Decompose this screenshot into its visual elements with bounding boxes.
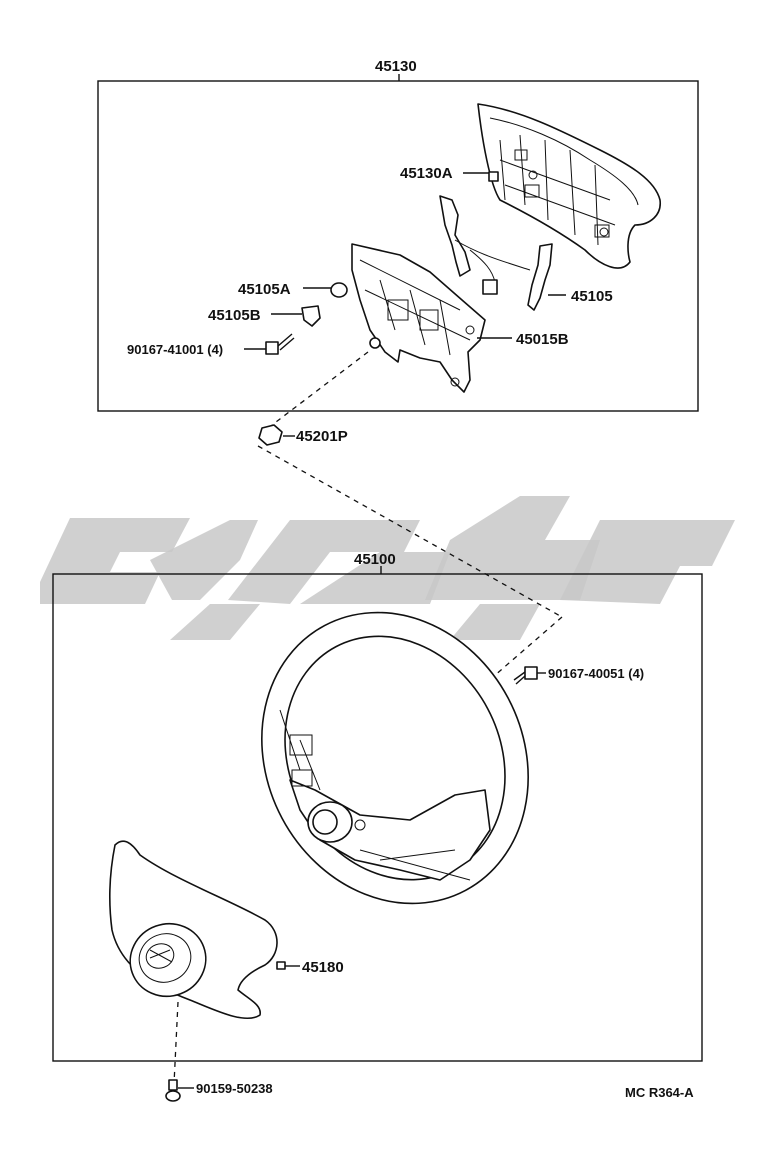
label-45105a: 45105A [238, 281, 291, 298]
label-45180: 45180 [302, 959, 344, 976]
bracket-45015b: 45015B [351, 243, 569, 393]
label-90167-40051: 90167-40051 (4) [548, 666, 644, 681]
label-90159-50238: 90159-50238 [196, 1081, 273, 1096]
lower-assembly-label: 45100 [354, 551, 396, 568]
lower-assembly: 45100 90167-40051 (4) [52, 551, 703, 1062]
label-45105b: 45105B [208, 307, 261, 324]
label-45015b: 45015B [516, 331, 569, 348]
nut-45105a: 45105A [238, 281, 348, 298]
bolt-90167-40051: 90167-40051 (4) [513, 666, 644, 685]
reference-code: MC R364-A [625, 1085, 694, 1100]
bolt-90167-41001: 90167-41001 (4) [127, 333, 295, 357]
screw-90159-50238: 90159-50238 [165, 1079, 273, 1102]
lower-assembly-frame [52, 573, 703, 1062]
clip-45105b: 45105B [208, 305, 321, 327]
label-45105: 45105 [571, 288, 613, 305]
upper-assembly-label: 45130 [375, 58, 417, 75]
label-45201p: 45201P [296, 428, 348, 445]
label-45130a: 45130A [400, 165, 453, 182]
upper-assembly-frame [97, 80, 699, 412]
label-90167-41001: 90167-41001 (4) [127, 342, 223, 357]
horn-pad-45180: 45180 [109, 840, 344, 1020]
wire-harness-45105: 45105 [439, 195, 613, 311]
screw-45130a: 45130A [400, 165, 499, 182]
nut-45201p: 45201P [258, 424, 348, 446]
steering-wheel-45100 [261, 611, 529, 905]
upper-assembly: 45130 45130A 45105 [97, 58, 699, 412]
pad-cover-45130a [477, 103, 661, 269]
